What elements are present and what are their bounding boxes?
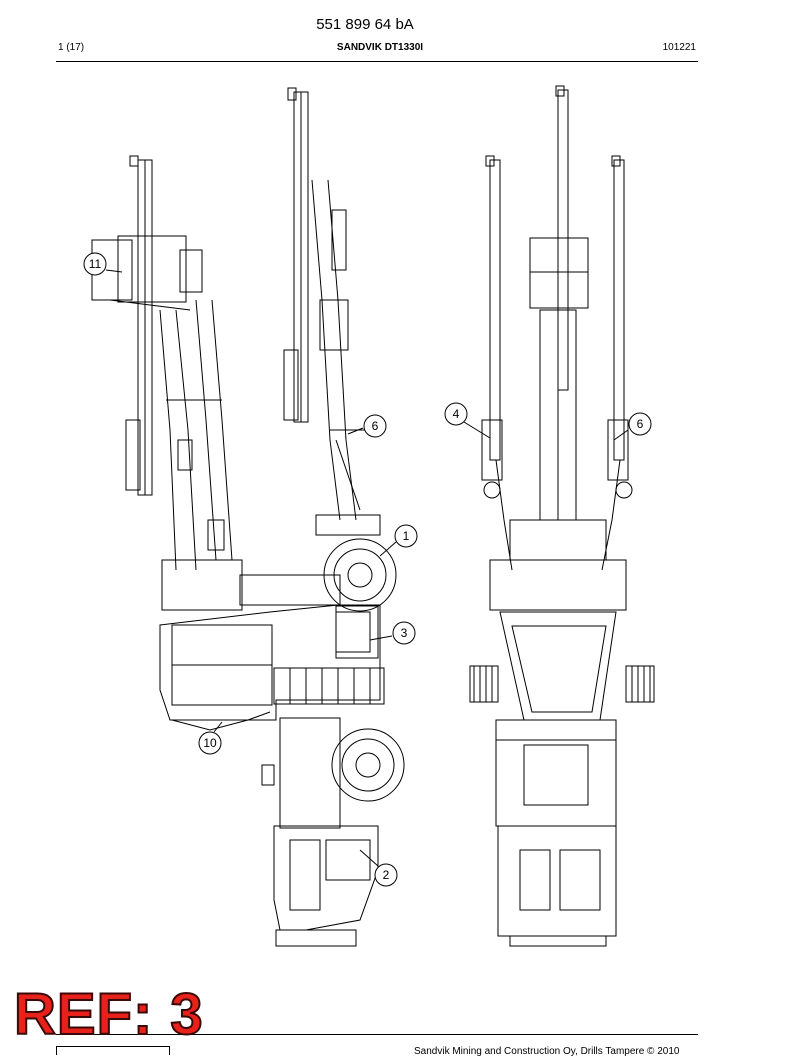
callout-1: 1 <box>379 524 418 557</box>
callout-10-label: 10 <box>203 736 217 750</box>
callout-1-label: 1 <box>403 529 410 543</box>
brand-logo-icon <box>56 1046 170 1055</box>
footer-rule <box>56 1034 698 1035</box>
callout-10: 10 <box>198 721 223 755</box>
callout-2: 2 <box>359 849 398 887</box>
callout-6-front-label: 6 <box>637 417 644 431</box>
callout-3-label: 3 <box>401 626 408 640</box>
callout-2-label: 2 <box>383 868 390 882</box>
technical-drawing: 11 6 4 6 1 3 10 2 <box>83 85 655 947</box>
callout-6-side-label: 6 <box>372 419 379 433</box>
side-view <box>91 87 405 947</box>
callout-11: 11 <box>83 252 123 276</box>
callout-11-label: 11 <box>89 257 102 271</box>
callout-4: 4 <box>444 402 491 439</box>
callout-6-side: 6 <box>347 414 387 438</box>
footer-copyright: Sandvik Mining and Construction Oy, Dril… <box>414 1046 680 1057</box>
ref-stamp: REF: 3 <box>13 982 204 1047</box>
document-number: 551 899 64 bA <box>316 16 414 33</box>
header-rule <box>56 61 698 62</box>
page-indicator: 1 (17) <box>58 42 85 53</box>
front-view <box>469 85 655 947</box>
callout-3: 3 <box>369 621 416 645</box>
callout-4-label: 4 <box>453 407 460 421</box>
date-code: 101221 <box>662 42 696 53</box>
callout-6-front: 6 <box>613 412 652 441</box>
model-title: SANDVIK DT1330I <box>336 42 424 53</box>
